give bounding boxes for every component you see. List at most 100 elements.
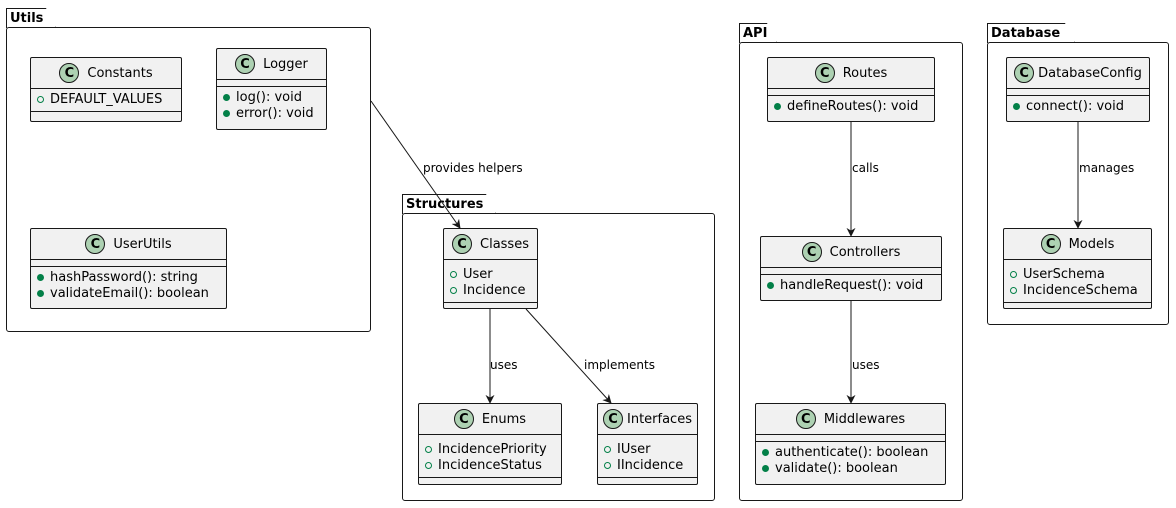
class-member: IUser (604, 441, 691, 457)
class-member: defineRoutes(): void (774, 98, 928, 114)
public-method-icon (37, 273, 44, 281)
edge-label-uses-middlewares: uses (852, 358, 880, 372)
public-method-icon (762, 464, 769, 472)
public-field-icon (450, 286, 457, 294)
class-header: C Controllers (761, 237, 941, 268)
public-method-icon (774, 102, 781, 110)
class-fields: IncidencePriority IncidenceStatus (419, 435, 561, 477)
class-header: C Logger (217, 49, 326, 80)
class-header: C Classes (444, 229, 537, 260)
class-member: hashPassword(): string (37, 269, 220, 285)
package-tab-api: API (739, 23, 777, 43)
class-logger[interactable]: C Logger log(): void error(): void (216, 48, 327, 130)
public-method-icon (762, 448, 769, 456)
class-header: C Enums (419, 404, 561, 435)
class-constants[interactable]: C Constants DEFAULT_VALUES (30, 57, 182, 122)
class-member: IncidencePriority (425, 441, 555, 457)
public-field-icon (1010, 286, 1017, 294)
class-name: Interfaces (627, 411, 692, 427)
class-name: UserUtils (113, 236, 172, 252)
class-header: C Constants (31, 58, 181, 89)
public-field-icon (604, 445, 611, 453)
class-name: Middlewares (823, 411, 906, 427)
class-name: Routes (842, 65, 888, 81)
class-header: C Routes (768, 58, 934, 89)
class-methods: hashPassword(): string validateEmail(): … (31, 267, 226, 305)
public-field-icon (1010, 270, 1017, 278)
class-icon: C (85, 234, 106, 254)
class-classes[interactable]: C Classes User Incidence (443, 228, 538, 309)
class-header: C Interfaces (598, 404, 697, 435)
class-member: IncidenceSchema (1010, 282, 1145, 298)
class-methods: connect(): void (1007, 96, 1149, 118)
class-fields (768, 89, 934, 96)
class-member: DEFAULT_VALUES (37, 91, 175, 107)
public-method-icon (223, 109, 230, 117)
class-member: handleRequest(): void (767, 277, 935, 293)
edge-label-manages: manages (1079, 161, 1135, 175)
package-tab-structures: Structures (402, 194, 496, 214)
class-enums[interactable]: C Enums IncidencePriority IncidenceStatu… (418, 403, 562, 485)
class-header: C UserUtils (31, 229, 226, 260)
public-method-icon (223, 93, 230, 101)
class-icon: C (814, 63, 835, 83)
class-header: C DatabaseConfig (1007, 58, 1149, 89)
class-member: error(): void (223, 105, 320, 121)
class-models[interactable]: C Models UserSchema IncidenceSchema (1003, 228, 1152, 309)
class-methods: handleRequest(): void (761, 275, 941, 297)
class-icon: C (801, 242, 822, 262)
class-routes[interactable]: C Routes defineRoutes(): void (767, 57, 935, 122)
class-name: Constants (87, 65, 153, 81)
class-icon: C (452, 234, 472, 254)
class-userutils[interactable]: C UserUtils hashPassword(): string valid… (30, 228, 227, 309)
class-name: DatabaseConfig (1038, 65, 1142, 81)
class-fields (756, 435, 945, 442)
class-header: C Models (1004, 229, 1151, 260)
class-icon: C (795, 409, 816, 429)
class-member: log(): void (223, 89, 320, 105)
class-icon: C (235, 54, 256, 74)
class-icon: C (1014, 63, 1035, 83)
edge-label-implements: implements (584, 358, 655, 372)
class-fields (761, 268, 941, 275)
class-methods: log(): void error(): void (217, 87, 326, 125)
class-fields (31, 260, 226, 267)
class-member: IncidenceStatus (425, 457, 555, 473)
class-fields (1007, 89, 1149, 96)
class-name: Models (1068, 236, 1115, 252)
class-header: C Middlewares (756, 404, 945, 435)
class-member: connect(): void (1013, 98, 1143, 114)
class-databaseconfig[interactable]: C DatabaseConfig connect(): void (1006, 57, 1150, 122)
class-fields: User Incidence (444, 260, 537, 302)
class-fields: IUser IIncidence (598, 435, 697, 477)
class-controllers[interactable]: C Controllers handleRequest(): void (760, 236, 942, 301)
edge-label-calls: calls (852, 161, 879, 175)
class-member: authenticate(): boolean (762, 444, 939, 460)
public-field-icon (425, 445, 432, 453)
class-fields: UserSchema IncidenceSchema (1004, 260, 1151, 302)
class-member: validateEmail(): boolean (37, 285, 220, 301)
public-method-icon (1013, 102, 1020, 110)
class-methods: authenticate(): boolean validate(): bool… (756, 442, 945, 480)
class-member: Incidence (450, 282, 531, 298)
class-member: User (450, 266, 531, 282)
class-name: Controllers (829, 244, 901, 260)
edge-label-provides-helpers: provides helpers (423, 161, 523, 175)
edge-implements (525, 308, 612, 404)
class-icon: C (453, 409, 474, 429)
public-field-icon (450, 270, 457, 278)
public-method-icon (37, 289, 44, 297)
class-interfaces[interactable]: C Interfaces IUser IIncidence (597, 403, 698, 485)
public-field-icon (604, 461, 611, 469)
class-methods: defineRoutes(): void (768, 96, 934, 118)
class-name: Enums (481, 411, 527, 427)
class-member: validate(): boolean (762, 460, 939, 476)
public-method-icon (767, 281, 774, 289)
class-icon: C (603, 409, 623, 429)
class-middlewares[interactable]: C Middlewares authenticate(): boolean va… (755, 403, 946, 485)
public-field-icon (425, 461, 432, 469)
public-field-icon (37, 95, 44, 103)
class-icon: C (59, 63, 80, 83)
class-member: UserSchema (1010, 266, 1145, 282)
